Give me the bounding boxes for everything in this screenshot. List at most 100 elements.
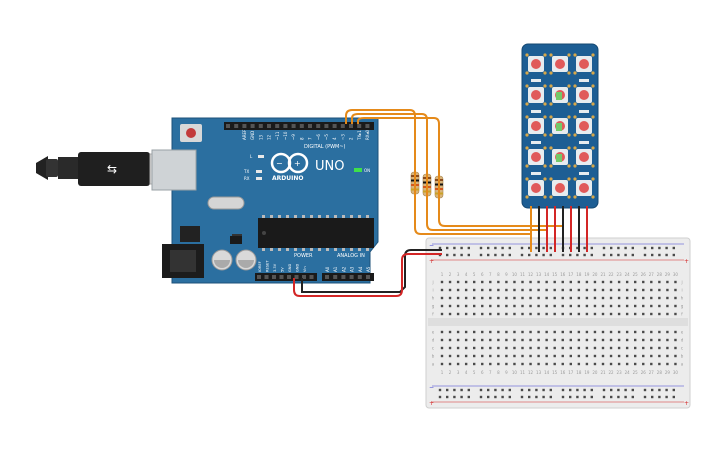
- breadboard-hole[interactable]: [577, 312, 581, 316]
- breadboard-hole[interactable]: [666, 312, 669, 316]
- breadboard-hole[interactable]: [460, 253, 463, 257]
- breadboard-hole[interactable]: [583, 246, 586, 250]
- breadboard-hole[interactable]: [631, 395, 634, 399]
- header-hole[interactable]: [250, 124, 255, 128]
- header-hole[interactable]: [258, 124, 263, 128]
- breadboard-hole[interactable]: [528, 388, 531, 392]
- header-hole[interactable]: [302, 275, 306, 279]
- breadboard-hole[interactable]: [651, 253, 654, 257]
- breadboard-hole[interactable]: [553, 296, 556, 300]
- breadboard-hole[interactable]: [446, 246, 449, 250]
- header-hole[interactable]: [349, 124, 353, 128]
- breadboard-hole[interactable]: [642, 354, 645, 358]
- breadboard-hole[interactable]: [617, 288, 621, 292]
- breadboard-hole[interactable]: [650, 288, 653, 292]
- breadboard-hole[interactable]: [438, 246, 442, 250]
- breadboard-hole[interactable]: [585, 362, 589, 366]
- breadboard-hole[interactable]: [634, 296, 637, 300]
- breadboard-hole[interactable]: [448, 296, 452, 300]
- breadboard-hole[interactable]: [448, 346, 452, 350]
- breadboard-hole[interactable]: [577, 346, 581, 350]
- breadboard-hole[interactable]: [545, 304, 548, 308]
- breadboard-hole[interactable]: [569, 312, 572, 316]
- header-hole[interactable]: [283, 124, 288, 128]
- breadboard-hole[interactable]: [561, 388, 565, 392]
- breadboard-hole[interactable]: [481, 296, 484, 300]
- breadboard-hole[interactable]: [569, 346, 572, 350]
- breadboard-hole[interactable]: [609, 312, 613, 316]
- breadboard-hole[interactable]: [666, 280, 669, 284]
- breadboard-hole[interactable]: [576, 253, 579, 257]
- breadboard-hole[interactable]: [537, 330, 540, 334]
- breadboard-hole[interactable]: [453, 388, 456, 392]
- breadboard-hole[interactable]: [473, 304, 476, 308]
- breadboard-hole[interactable]: [561, 362, 564, 366]
- breadboard-hole[interactable]: [624, 395, 627, 399]
- breadboard-hole[interactable]: [577, 330, 581, 334]
- breadboard-hole[interactable]: [577, 288, 581, 292]
- breadboard-hole[interactable]: [467, 253, 470, 257]
- breadboard-hole[interactable]: [501, 246, 504, 250]
- breadboard-hole[interactable]: [617, 330, 621, 334]
- breadboard-hole[interactable]: [513, 346, 516, 350]
- breadboard-hole[interactable]: [545, 330, 548, 334]
- breadboard-hole[interactable]: [505, 312, 508, 316]
- breadboard-hole[interactable]: [513, 280, 516, 284]
- breadboard-hole[interactable]: [440, 304, 444, 308]
- breadboard-hole[interactable]: [505, 296, 508, 300]
- breadboard-hole[interactable]: [456, 288, 460, 292]
- breadboard-hole[interactable]: [634, 330, 637, 334]
- breadboard-hole[interactable]: [617, 280, 621, 284]
- breadboard-hole[interactable]: [601, 288, 605, 292]
- breadboard-hole[interactable]: [440, 312, 444, 316]
- breadboard-hole[interactable]: [521, 338, 524, 342]
- header-hole[interactable]: [357, 124, 362, 128]
- breadboard-hole[interactable]: [473, 354, 476, 358]
- breadboard-hole[interactable]: [585, 346, 589, 350]
- breadboard-hole[interactable]: [456, 362, 460, 366]
- header-hole[interactable]: [272, 275, 276, 279]
- breadboard-hole[interactable]: [521, 346, 524, 350]
- breadboard-hole[interactable]: [456, 354, 460, 358]
- breadboard-hole[interactable]: [631, 388, 634, 392]
- breadboard-hole[interactable]: [617, 253, 620, 257]
- breadboard-hole[interactable]: [537, 304, 540, 308]
- breadboard-hole[interactable]: [590, 388, 593, 392]
- breadboard-hole[interactable]: [672, 388, 675, 392]
- breadboard-hole[interactable]: [438, 395, 442, 399]
- breadboard-hole[interactable]: [508, 395, 511, 399]
- breadboard-hole[interactable]: [448, 312, 452, 316]
- breadboard-hole[interactable]: [650, 354, 653, 358]
- breadboard-hole[interactable]: [545, 312, 548, 316]
- breadboard-hole[interactable]: [497, 280, 500, 284]
- breadboard-hole[interactable]: [642, 304, 645, 308]
- breadboard-hole[interactable]: [481, 280, 484, 284]
- breadboard-hole[interactable]: [674, 304, 677, 308]
- breadboard-hole[interactable]: [634, 312, 637, 316]
- breadboard-hole[interactable]: [473, 338, 476, 342]
- breadboard-hole[interactable]: [473, 312, 476, 316]
- breadboard-hole[interactable]: [487, 388, 490, 392]
- breadboard-hole[interactable]: [593, 354, 597, 358]
- breadboard-hole[interactable]: [453, 395, 456, 399]
- breadboard-hole[interactable]: [625, 354, 629, 358]
- breadboard-hole[interactable]: [672, 253, 675, 257]
- breadboard-hole[interactable]: [674, 346, 677, 350]
- breadboard-hole[interactable]: [617, 346, 621, 350]
- header-hole[interactable]: [316, 124, 321, 128]
- breadboard-hole[interactable]: [542, 253, 545, 257]
- breadboard-hole[interactable]: [609, 288, 613, 292]
- breadboard-hole[interactable]: [583, 395, 586, 399]
- breadboard-hole[interactable]: [609, 330, 613, 334]
- breadboard-hole[interactable]: [497, 338, 500, 342]
- breadboard-hole[interactable]: [494, 395, 497, 399]
- breadboard-hole[interactable]: [631, 246, 634, 250]
- breadboard-hole[interactable]: [609, 346, 613, 350]
- breadboard-hole[interactable]: [650, 312, 653, 316]
- breadboard-hole[interactable]: [453, 246, 456, 250]
- breadboard-hole[interactable]: [464, 354, 468, 358]
- breadboard-hole[interactable]: [601, 330, 605, 334]
- power-wire-5v[interactable]: [293, 253, 442, 297]
- breadboard-hole[interactable]: [561, 395, 565, 399]
- breadboard-hole[interactable]: [542, 395, 545, 399]
